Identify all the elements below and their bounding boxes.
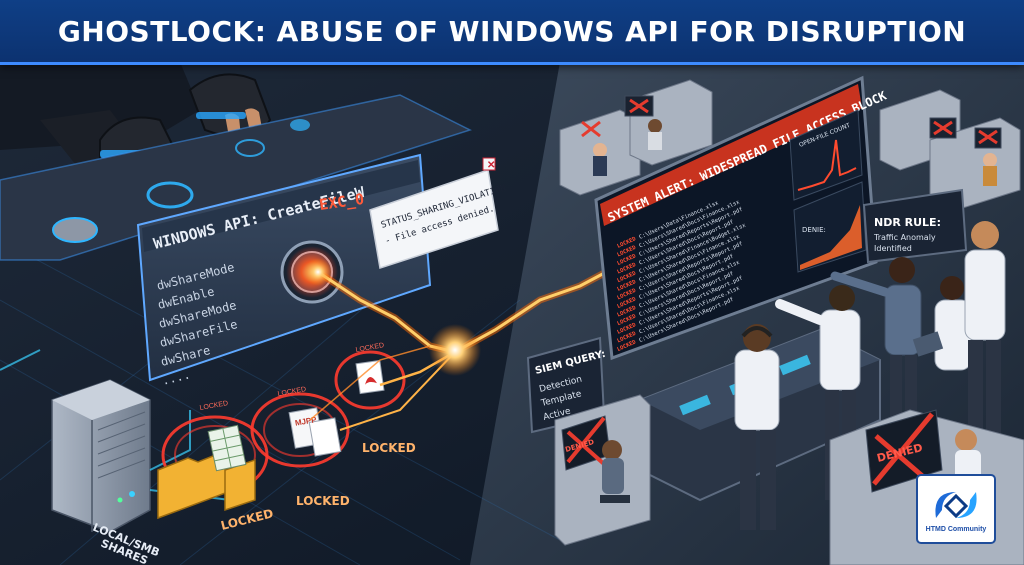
locked-label-3: LOCKED (362, 441, 416, 455)
ndr-card: NDR RULE: Traffic Anomaly Identified (862, 188, 968, 264)
console-dials (52, 119, 310, 243)
file-lock-tag-2: LOCKED (277, 386, 307, 398)
htmd-logo-icon (935, 491, 977, 518)
cubicles-top (559, 10, 1021, 213)
server-tower (51, 379, 151, 533)
chart2-label: DENIE: (802, 226, 826, 234)
api-param-5: .... (160, 367, 191, 388)
title-banner: GHOSTLOCK: ABUSE OF WINDOWS API FOR DISR… (0, 0, 1024, 65)
ndr-title: NDR RULE: (874, 216, 941, 229)
error-popup: ✕ STATUS_SHARING_VIOLATION - File access… (369, 157, 507, 269)
locked-label-2: LOCKED (296, 494, 350, 508)
htmd-logo: HTMD Community (918, 476, 994, 542)
alert-screen: SYSTEM ALERT: WIDESPREAD FILE ACCESS BLO… (594, 75, 889, 361)
file-lock-tag-3: LOCKED (355, 342, 385, 354)
lightning-beam (304, 258, 612, 431)
siem-card: SIEM QUERY: Detection Template Active (526, 336, 607, 434)
ndr-line1: Traffic Anomaly (873, 233, 936, 242)
ndr-line2: Identified (874, 244, 912, 253)
logo-text: HTMD Community (925, 525, 987, 533)
popup-close-icon: ✕ (487, 160, 495, 171)
file-lock-tag-1: LOCKED (199, 400, 229, 412)
page-title: GHOSTLOCK: ABUSE OF WINDOWS API FOR DISR… (57, 14, 967, 48)
